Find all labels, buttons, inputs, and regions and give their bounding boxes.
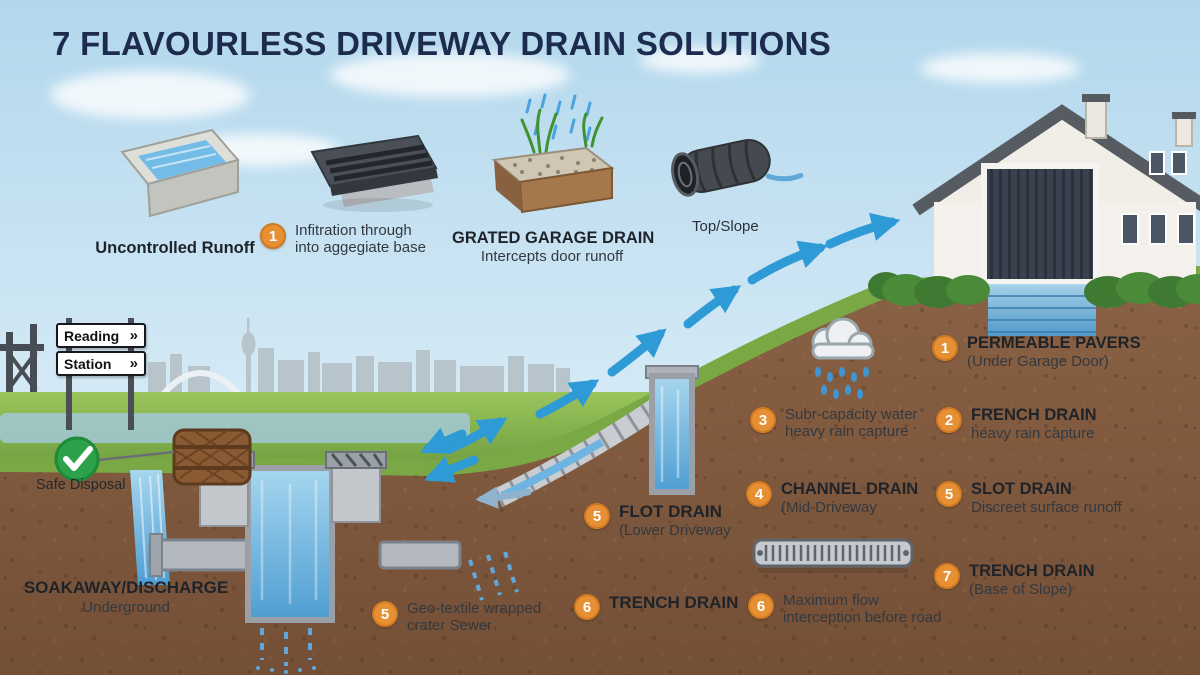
- tether-line: [97, 450, 175, 462]
- drip-dots: [256, 666, 316, 674]
- badge-6: 6: [574, 594, 600, 620]
- safe-disposal-label: Safe Disposal: [36, 477, 126, 493]
- geo-line1: Geo-textile wrapped: [407, 600, 542, 617]
- tank-drips: [260, 628, 312, 666]
- permeable-pavers-title: PERMEABLE PAVERS: [967, 334, 1141, 352]
- page-title: 7 FLAVOURLESS DRIVEWAY DRAIN SOLUTIONS: [52, 25, 832, 62]
- badge-1: 1: [932, 335, 958, 361]
- sign-reading-label: Reading: [64, 327, 120, 344]
- maxflow-line2: interception before road: [783, 609, 942, 626]
- house-windows: [1121, 151, 1195, 245]
- badge-3: 3: [750, 407, 776, 433]
- callout-slot-drain: 5 SLOT DRAIN Discreet surface runoff: [936, 480, 1122, 516]
- drain-shaft: [645, 365, 699, 495]
- grated-garage-drain-sub: Intercepts door runoff: [480, 248, 624, 266]
- soakaway-illustration: [97, 428, 519, 674]
- callout-max-flow: 6 Maximum flow interception before road: [748, 592, 941, 626]
- house-illustration: [912, 94, 1200, 286]
- channel-drain-title: CHANNEL DRAIN: [781, 480, 919, 498]
- flow-arrows: [420, 212, 901, 509]
- callout-subr-capacity: 3 Subr-capacity water heavy rain capture: [750, 406, 918, 440]
- badge-7: 7: [934, 563, 960, 589]
- sign-station: Station »: [56, 351, 146, 376]
- soakaway-title: SOAKAWAY/DISCHARGE: [23, 578, 229, 597]
- permeable-pavers-water: [988, 284, 1096, 336]
- badge-1: 1: [260, 223, 286, 249]
- callout-flot-drain: 5 FLOT DRAIN (Lower Driveway: [584, 502, 731, 539]
- grated-garage-drain-block: GRATED GARAGE DRAIN Intercepts door runo…: [452, 228, 655, 266]
- sign-arrow-icon: »: [129, 355, 138, 372]
- trench-drain-7-sub: (Base of Slope): [969, 581, 1073, 598]
- garage-door: [981, 163, 1099, 285]
- infiltration-line1: Infitration through: [295, 222, 412, 239]
- callout-french-drain: 2 FRENCH DRAIN heavy rain capture: [936, 406, 1097, 442]
- badge-5: 5: [584, 503, 610, 529]
- callout-geo-textile: 5 Geo-textile wrapped crater Sewer: [372, 600, 541, 634]
- signal-gantry: [0, 324, 44, 398]
- culvert-pipe-icon: [671, 138, 804, 197]
- left-pipe: [148, 538, 257, 572]
- callout-trench-drain-6: 6 TRENCH DRAIN: [574, 593, 738, 620]
- grated-garage-drain-title: GRATED GARAGE DRAIN: [452, 229, 655, 247]
- channel-drain-icon: [120, 128, 240, 218]
- maxflow-line1: Maximum flow: [783, 592, 879, 609]
- sign-arrow-icon: »: [129, 327, 138, 344]
- callout-trench-drain-7: 7 TRENCH DRAIN (Base of Slope): [934, 562, 1095, 598]
- soakaway-sub: Underground: [82, 598, 170, 616]
- flot-drain-sub: (Lower Driveway: [619, 522, 731, 539]
- slot-drain-title: SLOT DRAIN: [971, 480, 1072, 498]
- grated-drain-icon: [310, 134, 438, 212]
- sign-reading: Reading »: [56, 323, 146, 348]
- grass-blades: [520, 108, 604, 154]
- rain-drops: [815, 367, 869, 399]
- callout-permeable-pavers: 1 PERMEABLE PAVERS (Under Garage Door): [932, 334, 1141, 370]
- subr-line2: heavy rain capture: [785, 423, 909, 440]
- callout-infiltration: 1 Infitration through into aggegiate bas…: [260, 222, 426, 256]
- sign-station-label: Station: [64, 355, 112, 372]
- slot-drain-sub: Discreet surface runoff: [971, 499, 1122, 516]
- infiltration-line2: into aggegiate base: [295, 239, 426, 256]
- trench-drain-7-title: TRENCH DRAIN: [969, 562, 1095, 580]
- trench-drain-6-title: TRENCH DRAIN: [609, 593, 739, 612]
- river: [0, 413, 470, 443]
- badge-2: 2: [936, 407, 962, 433]
- soakaway-tank: [245, 465, 335, 623]
- subr-line1: Subr-capacity water: [785, 406, 918, 423]
- clouds: [50, 47, 1080, 166]
- badge-6: 6: [748, 593, 774, 619]
- uncontrolled-runoff-label: Uncontrolled Runoff: [95, 239, 255, 257]
- geo-line2: crater Sewer: [407, 617, 493, 634]
- trench-grate-icon: [752, 538, 914, 573]
- flot-drain-title: FLOT DRAIN: [619, 502, 722, 521]
- top-slope-label: Top/Slope: [692, 218, 759, 235]
- french-drain-sub: heavy rain capture: [971, 425, 1095, 442]
- french-drain-title: FRENCH DRAIN: [971, 406, 1097, 424]
- channel-drain-sub: (Mid-Driveway: [781, 499, 877, 516]
- bushes: [868, 272, 1200, 308]
- storage-barrel: [172, 428, 252, 486]
- rain-over-box: [525, 93, 592, 142]
- badge-5: 5: [936, 481, 962, 507]
- right-pipe: [378, 540, 462, 570]
- callout-channel-drain: 4 CHANNEL DRAIN (Mid-Driveway: [746, 480, 918, 516]
- permeable-pavers-sub: (Under Garage Door): [967, 353, 1109, 370]
- badge-4: 4: [746, 481, 772, 507]
- soakaway-block: SOAKAWAY/DISCHARGE Underground: [18, 578, 234, 617]
- gravel-box-icon: [491, 93, 615, 214]
- badge-5: 5: [372, 601, 398, 627]
- check-icon: [54, 436, 100, 482]
- rain-cloud-icon: [811, 317, 875, 399]
